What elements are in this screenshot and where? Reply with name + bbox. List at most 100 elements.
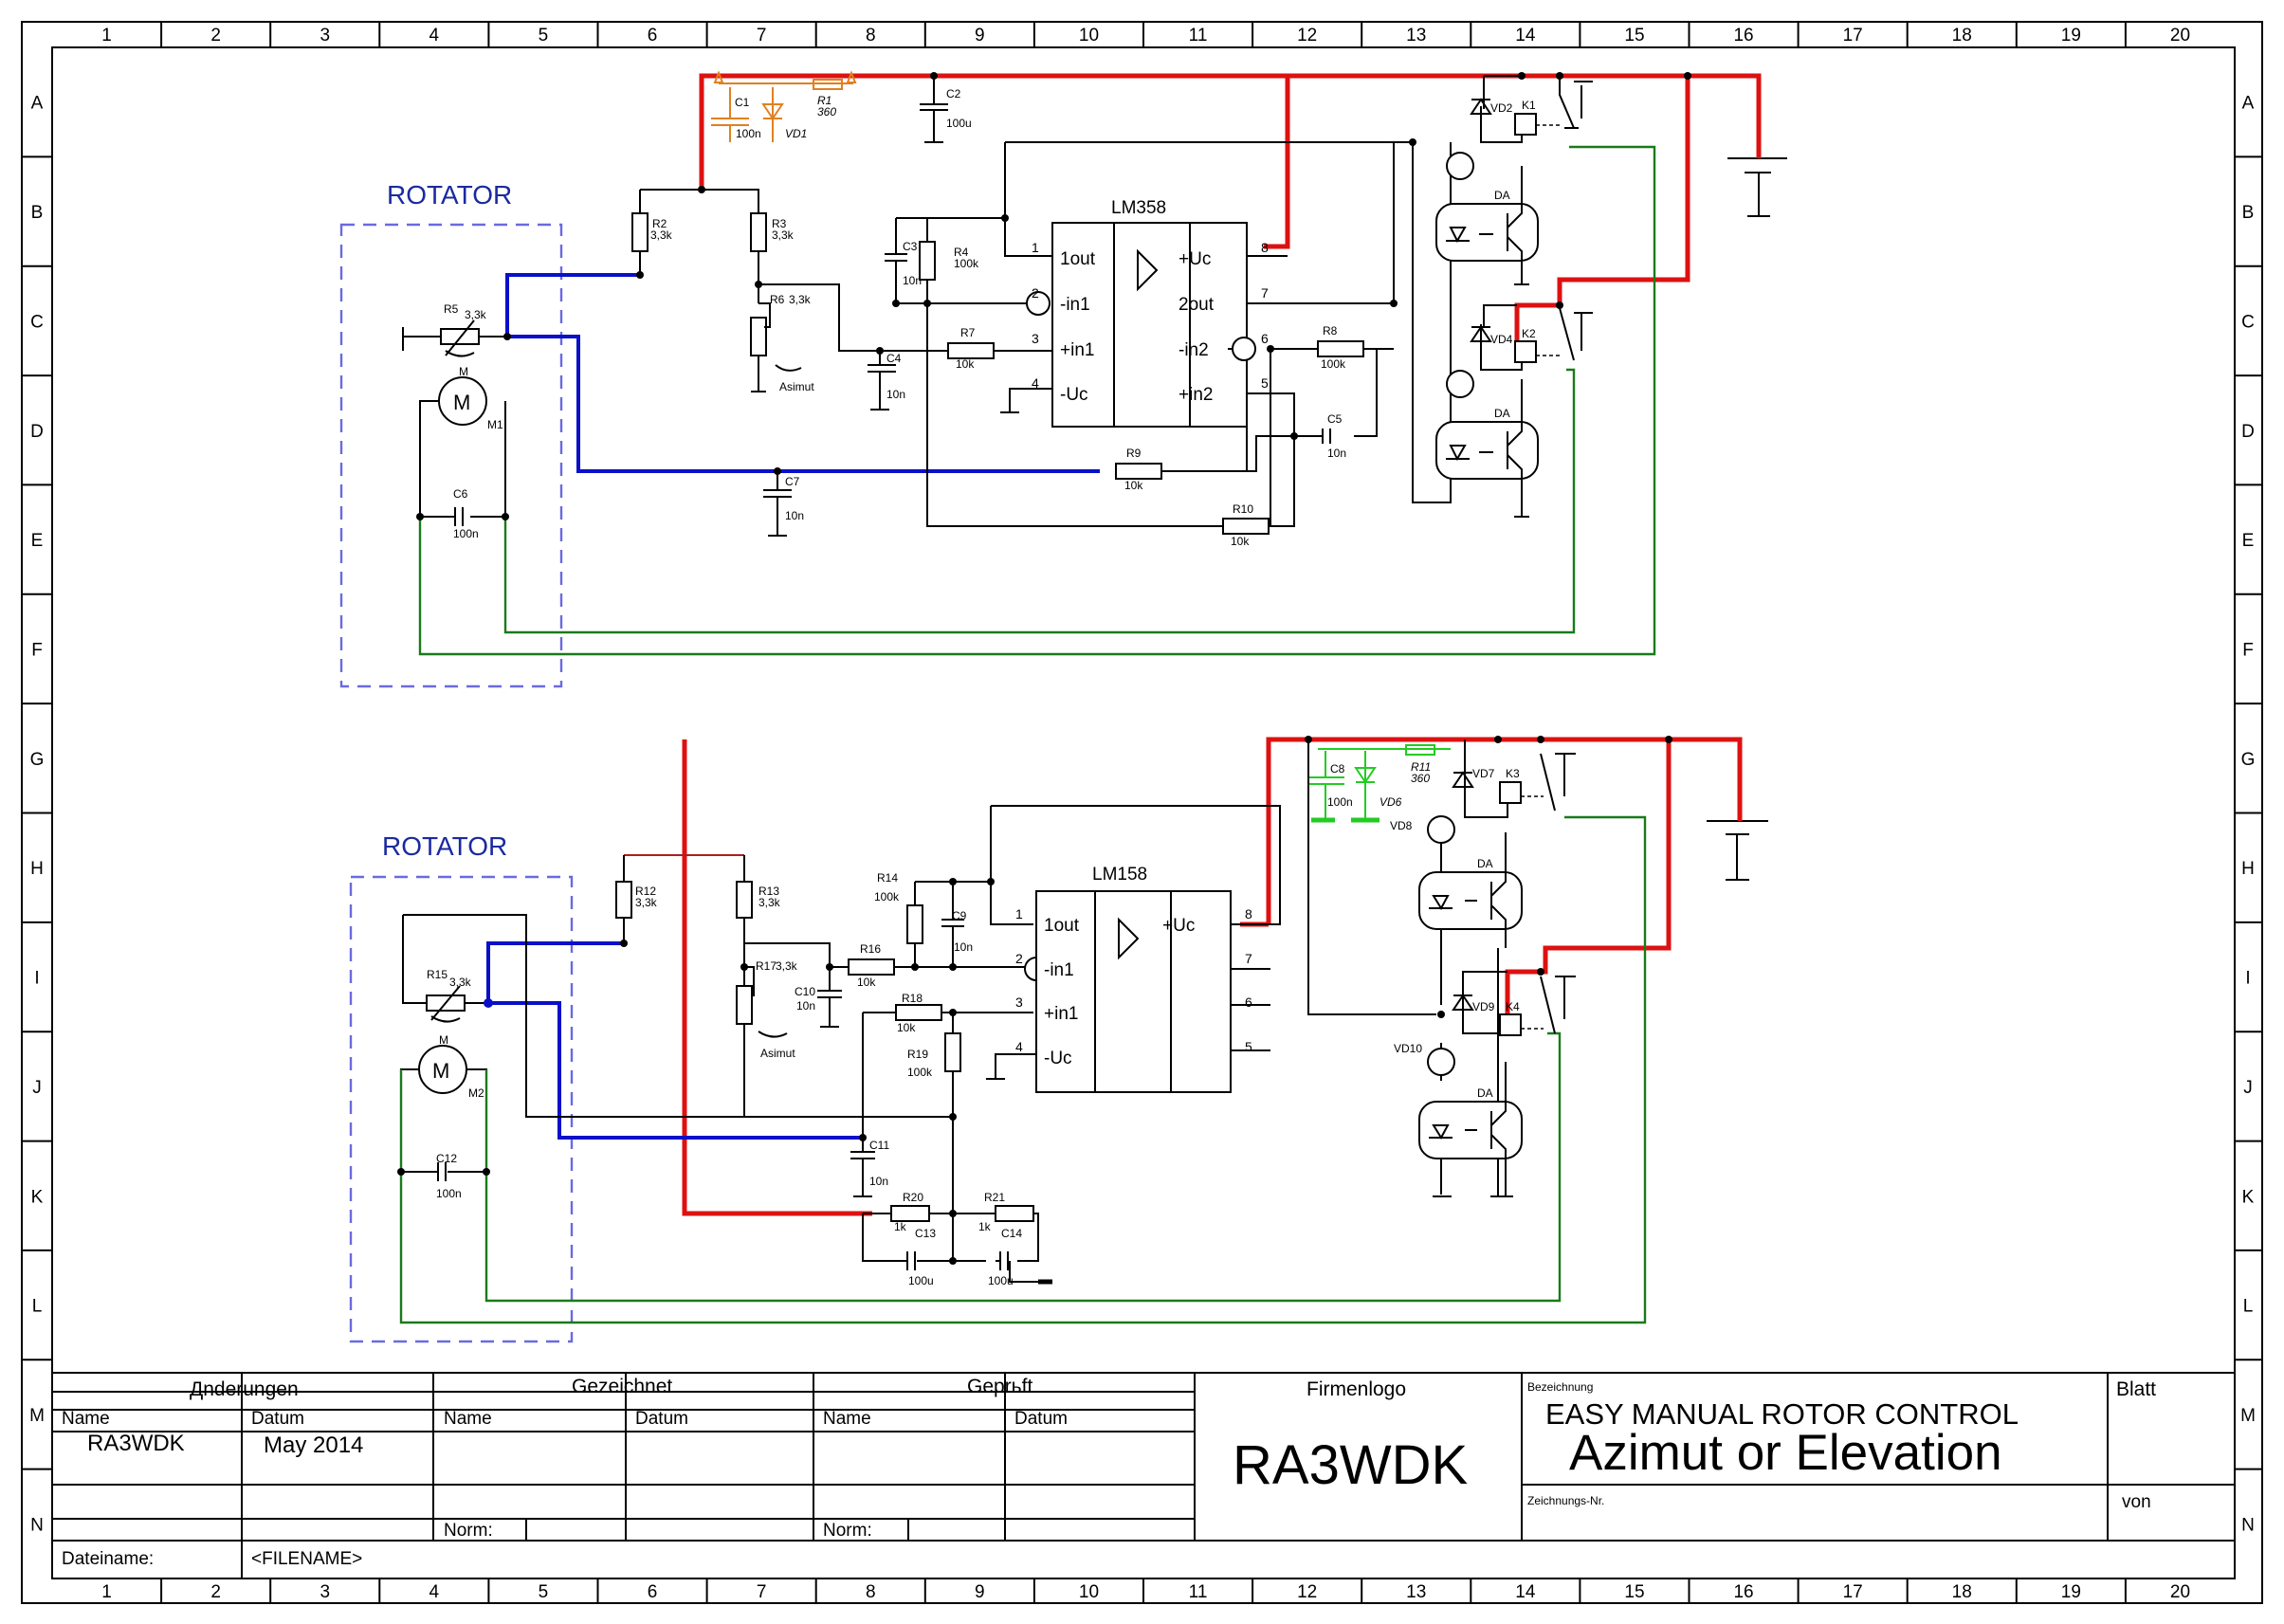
- row-label-E-right: E: [2242, 531, 2255, 551]
- label-C9: C9: [952, 909, 967, 922]
- ic-pin-num-3: 3: [1015, 994, 1023, 1010]
- label-C13: C13: [915, 1227, 936, 1240]
- label-R17: R17: [756, 959, 777, 973]
- name-col-1: Name: [62, 1409, 110, 1429]
- value-C13: 100u: [908, 1274, 934, 1287]
- row-label-I-right: I: [2245, 969, 2250, 989]
- label-K3: K3: [1506, 767, 1520, 780]
- motor-line-a-bottom: [399, 815, 1647, 1324]
- asimut-label-bottom: Asimut: [760, 1047, 795, 1060]
- value-C9: 10n: [954, 940, 973, 954]
- value-C5: 10n: [1327, 447, 1346, 460]
- author-date: May 2014: [264, 1432, 363, 1458]
- capacitor-C11: [850, 1138, 875, 1197]
- column-label-3-bottom: 3: [320, 1582, 330, 1602]
- label-C12: C12: [436, 1152, 457, 1165]
- motor-symbol-M1: M: [453, 391, 470, 414]
- resistor-R2: [631, 212, 649, 252]
- column-label-20-top: 20: [2170, 26, 2190, 46]
- label-DA1: DA: [1494, 189, 1510, 202]
- label-R9: R9: [1126, 447, 1142, 460]
- battery-top: [1727, 157, 1787, 217]
- label-M1: M1: [487, 418, 503, 431]
- label-K2: K2: [1522, 327, 1536, 340]
- relay-coil-K1: [1514, 113, 1537, 136]
- resistor-R21: [995, 1205, 1034, 1222]
- value-R4: 100k: [954, 257, 979, 270]
- resistor-R9: [1115, 463, 1162, 480]
- label-VD9: VD9: [1472, 1000, 1495, 1013]
- label-R20: R20: [903, 1191, 923, 1204]
- column-labels: 1122334455667788991010111112121313141415…: [101, 26, 2190, 1602]
- column-label-13-bottom: 13: [1406, 1582, 1426, 1602]
- motor-top-M1: M: [459, 365, 468, 378]
- ic-pin-num-5: 5: [1261, 375, 1269, 391]
- led-VD10: [1427, 1048, 1455, 1076]
- opto-relay-block-top: DA DA VD2 K1 VD4 K2: [1412, 75, 1787, 518]
- row-label-N-left: N: [30, 1515, 44, 1535]
- label-R15: R15: [427, 968, 448, 981]
- circuit-bottom: ROTATOR C8 100n VD6 R11 360 R12 3,3k R13…: [349, 737, 1768, 1343]
- column-label-2-top: 2: [210, 26, 221, 46]
- label-C2: C2: [946, 87, 961, 100]
- drawing-title-line1: EASY MANUAL ROTOR CONTROL: [1545, 1397, 2019, 1431]
- row-label-F-left: F: [31, 640, 43, 660]
- column-label-11-top: 11: [1189, 26, 1208, 46]
- value-R12: 3,3k: [635, 896, 658, 909]
- name-col-2: Name: [444, 1409, 492, 1429]
- resistor-R10: [1222, 518, 1270, 535]
- label-R14: R14: [877, 871, 898, 885]
- value-R18: 10k: [897, 1021, 916, 1034]
- ic-pin-num-1: 1: [1015, 906, 1023, 921]
- column-label-15-top: 15: [1624, 26, 1644, 46]
- label-C6: C6: [453, 487, 468, 501]
- led-top-1: [1446, 152, 1474, 180]
- ic-pin-name-6: -in2: [1179, 340, 1209, 360]
- row-label-F-right: F: [2242, 640, 2254, 660]
- filename-value: <FILENAME>: [251, 1549, 362, 1569]
- label-C8: C8: [1330, 762, 1345, 776]
- value-C10: 10n: [796, 999, 815, 1013]
- relay-coil-K2: [1514, 340, 1537, 363]
- label-R2: R2: [652, 217, 667, 230]
- ic-pin-num-8: 8: [1261, 240, 1269, 255]
- column-label-4-bottom: 4: [429, 1582, 440, 1602]
- row-label-H-left: H: [30, 859, 44, 879]
- ic-pin-num-2: 2: [1032, 285, 1039, 301]
- label-R8: R8: [1323, 324, 1338, 338]
- label-C3: C3: [903, 240, 918, 253]
- ic-pin-num-7: 7: [1245, 951, 1252, 966]
- value-R2: 3,3k: [650, 228, 673, 242]
- column-label-5-bottom: 5: [539, 1582, 549, 1602]
- ic-pin-name-7: 2out: [1179, 295, 1215, 315]
- ic-pin-name-3: +in1: [1060, 340, 1094, 360]
- column-label-1-bottom: 1: [101, 1582, 112, 1602]
- ic-pin-num-1: 1: [1032, 240, 1039, 255]
- label-VD7: VD7: [1472, 767, 1495, 780]
- label-DA4: DA: [1477, 1086, 1493, 1100]
- row-label-E-left: E: [31, 531, 44, 551]
- author-name: RA3WDK: [87, 1431, 185, 1456]
- label-C14: C14: [1001, 1227, 1022, 1240]
- resistor-R12: [615, 881, 632, 919]
- label-R11: R11: [1411, 760, 1431, 774]
- ic-name-top: LM358: [1111, 198, 1166, 218]
- value-R15: 3,3k: [449, 976, 472, 989]
- motor-symbol-M2: M: [432, 1059, 449, 1083]
- row-label-A-right: A: [2242, 94, 2255, 114]
- column-label-2-bottom: 2: [210, 1582, 221, 1602]
- resistor-R14: [906, 904, 923, 944]
- ic-pin-name-8: +Uc: [1179, 249, 1211, 269]
- label-VD8: VD8: [1390, 819, 1413, 832]
- column-label-4-top: 4: [429, 26, 440, 46]
- value-C7: 10n: [785, 509, 804, 522]
- led-top-2: [1446, 370, 1474, 398]
- ic-pin-num-5: 5: [1245, 1039, 1252, 1054]
- row-label-B-left: B: [31, 203, 44, 223]
- opto-relay-block-bottom: VD8 DA VD10 DA VD7 K3 VD9 K4: [1390, 739, 1768, 1197]
- potentiometer-R17: [736, 985, 753, 1025]
- column-label-9-top: 9: [975, 26, 985, 46]
- snubber-bottom: C8 100n VD6 R11 360: [1308, 744, 1451, 823]
